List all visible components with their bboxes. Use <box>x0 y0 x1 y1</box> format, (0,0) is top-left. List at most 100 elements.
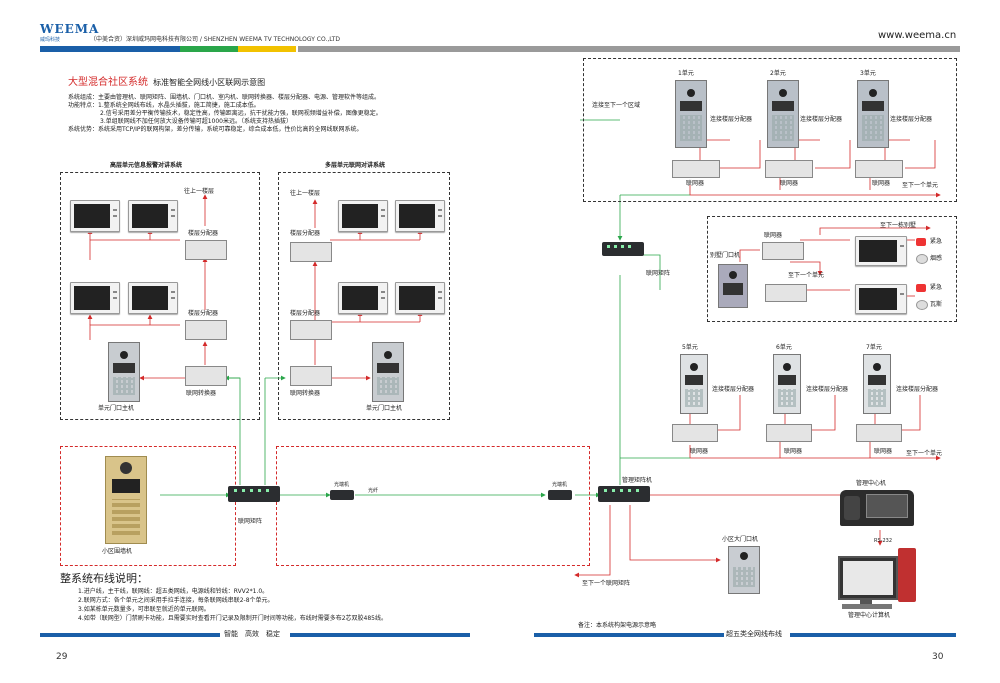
mgmt-matrix-label: 管理矩阵机 <box>622 477 653 484</box>
floor-splitter <box>185 320 227 340</box>
net-matrix-right <box>602 242 644 256</box>
floor-splitter <box>290 320 332 340</box>
unit-3-label: 3单元 <box>860 70 876 77</box>
mgmt-center-label: 管理中心机 <box>856 480 887 487</box>
page-title: 大型混合社区系统 标准智能全网线小区联网示意图 <box>68 70 265 89</box>
splitter-label-2: 楼层分配器 <box>188 310 219 317</box>
unit-door-label-2: 单元门口主机 <box>366 405 403 412</box>
networker-label-5: 联网器 <box>690 448 709 455</box>
optical-tx-label-right: 光端机 <box>552 482 568 488</box>
indoor-monitor <box>128 200 178 232</box>
wall-machine-label: 小区围墙机 <box>102 548 133 555</box>
indoor-monitor <box>395 200 445 232</box>
optical-transceiver-left <box>330 490 354 500</box>
mgmt-matrix <box>598 486 650 502</box>
unit-door-station <box>773 354 801 414</box>
sys2-title: 多层单元联网对讲系统 <box>325 162 386 169</box>
unit-2-label: 2单元 <box>770 70 786 77</box>
sys1-title: 高层单元信息报警对讲系统 <box>110 162 183 169</box>
optical-tx-label-left: 光端机 <box>334 482 350 488</box>
smoke-label: 烟感 <box>930 255 943 262</box>
rs232-label: RS-232 <box>874 538 892 544</box>
footer-line-right-b <box>790 633 956 637</box>
emergency-button-icon <box>916 284 926 292</box>
networker <box>766 424 812 442</box>
note: 备注：本系统构架电源示意略 <box>578 622 657 629</box>
networker-label-7: 联网器 <box>874 448 893 455</box>
wiring-title: 整系统布线说明： <box>60 572 148 585</box>
mgmt-pc-keyboard <box>842 604 892 609</box>
net-matrix-left <box>228 486 280 502</box>
indoor-monitor <box>128 282 178 314</box>
indoor-monitor <box>338 282 388 314</box>
networker <box>856 424 902 442</box>
wiring-line-1: 2.联网方式：各个单元之间采用手拉手连接，每条联网线串联2-8个单元。 <box>78 597 274 604</box>
smoke-sensor-icon <box>916 254 928 264</box>
wiring-line-3: 4.如带（联网型）门禁刷卡功能，且需要实时查看开门记录及限制开门时间等功能，布线… <box>78 615 387 622</box>
networker <box>765 160 813 178</box>
villa-box <box>707 216 957 322</box>
fiber-box <box>276 446 590 566</box>
splitter-label-3: 楼层分配器 <box>290 230 321 237</box>
unit-6-label: 6单元 <box>776 344 792 351</box>
networker <box>672 160 720 178</box>
splitter-label-4: 楼层分配器 <box>290 310 321 317</box>
up-label-1: 往上一楼层 <box>184 188 215 195</box>
floor-splitter <box>290 242 332 262</box>
converter-label-1: 联网转换器 <box>186 390 217 397</box>
wiring-line-0: 1.进户线，主干线，联网线：超五类网线，电源线和铃线：RVV2*1.0。 <box>78 588 269 595</box>
net-matrix-left-label: 联网矩阵 <box>238 518 263 525</box>
desc-line-3: 3.单组联网线不加任何放大设备传输可超1000米远。（系统支持热插拔） <box>100 118 292 125</box>
header-bar-yellow <box>238 46 296 52</box>
logo-cn: 威玛科技 <box>40 37 61 43</box>
networker-label-3: 联网器 <box>872 180 891 187</box>
villa-splitter <box>765 284 807 302</box>
connect-splitter-5: 连接楼层分配器 <box>712 386 755 393</box>
connect-next-area: 连接至下一个区域 <box>592 102 641 109</box>
title-black: 标准智能全网线小区联网示意图 <box>153 78 266 87</box>
gas-sensor-icon <box>916 300 928 310</box>
connect-splitter-1: 连接楼层分配器 <box>710 116 753 123</box>
top-units-box <box>583 58 957 202</box>
mgmt-center-console <box>840 490 914 526</box>
floor-splitter <box>185 240 227 260</box>
gate-door-station <box>728 546 760 594</box>
footer-line-left-b <box>290 633 470 637</box>
networker-label-2: 联网器 <box>780 180 799 187</box>
villa-networker-label: 联网器 <box>764 232 783 239</box>
net-matrix-right-label: 联网矩阵 <box>646 270 671 277</box>
villa-door-label: 别墅门口机 <box>710 252 741 259</box>
gas-label: 瓦斯 <box>930 301 943 308</box>
website: www.weema.cn <box>878 30 957 41</box>
villa-networker <box>762 242 804 260</box>
indoor-monitor <box>395 282 445 314</box>
footer-line-left-a <box>40 633 220 637</box>
connect-splitter-7: 连接楼层分配器 <box>896 386 939 393</box>
to-next-unit-villa: 至下一个单元 <box>788 272 825 279</box>
mgmt-pc-stand <box>860 598 872 604</box>
unit-door-label-1: 单元门口主机 <box>98 405 135 412</box>
mgmt-pc-label: 管理中心计算机 <box>848 612 891 619</box>
header-bar-grey <box>298 46 960 52</box>
wiring-line-2: 3.如某栋单元数量多，可串联至就近的单元联网。 <box>78 606 210 613</box>
unit-1-label: 1单元 <box>678 70 694 77</box>
connect-splitter-3: 连接楼层分配器 <box>890 116 933 123</box>
page-number-left: 29 <box>56 652 68 662</box>
networker <box>855 160 903 178</box>
unit-door-station <box>767 80 799 148</box>
brand-logo: WEEMA 威玛科技 <box>40 22 99 43</box>
unit-door-station <box>863 354 891 414</box>
emergency-label-2: 紧急 <box>930 284 943 291</box>
sys1-box <box>60 172 260 420</box>
unit-door-station <box>857 80 889 148</box>
fiber-label: 光纤 <box>368 488 379 494</box>
to-next-unit-bottom: 至下一个单元 <box>906 450 943 457</box>
connect-splitter-2: 连接楼层分配器 <box>800 116 843 123</box>
networker-label-1: 联网器 <box>686 180 705 187</box>
page-number-right: 30 <box>932 652 944 662</box>
unit-7-label: 7单元 <box>866 344 882 351</box>
desc-line-1: 功能特点：1.整系统全网线布线，水晶头插拔，施工简捷，施工成本低。 <box>68 102 260 109</box>
optical-transceiver-right <box>548 490 572 500</box>
mgmt-pc-monitor <box>838 556 898 600</box>
title-red: 大型混合社区系统 <box>68 77 148 88</box>
